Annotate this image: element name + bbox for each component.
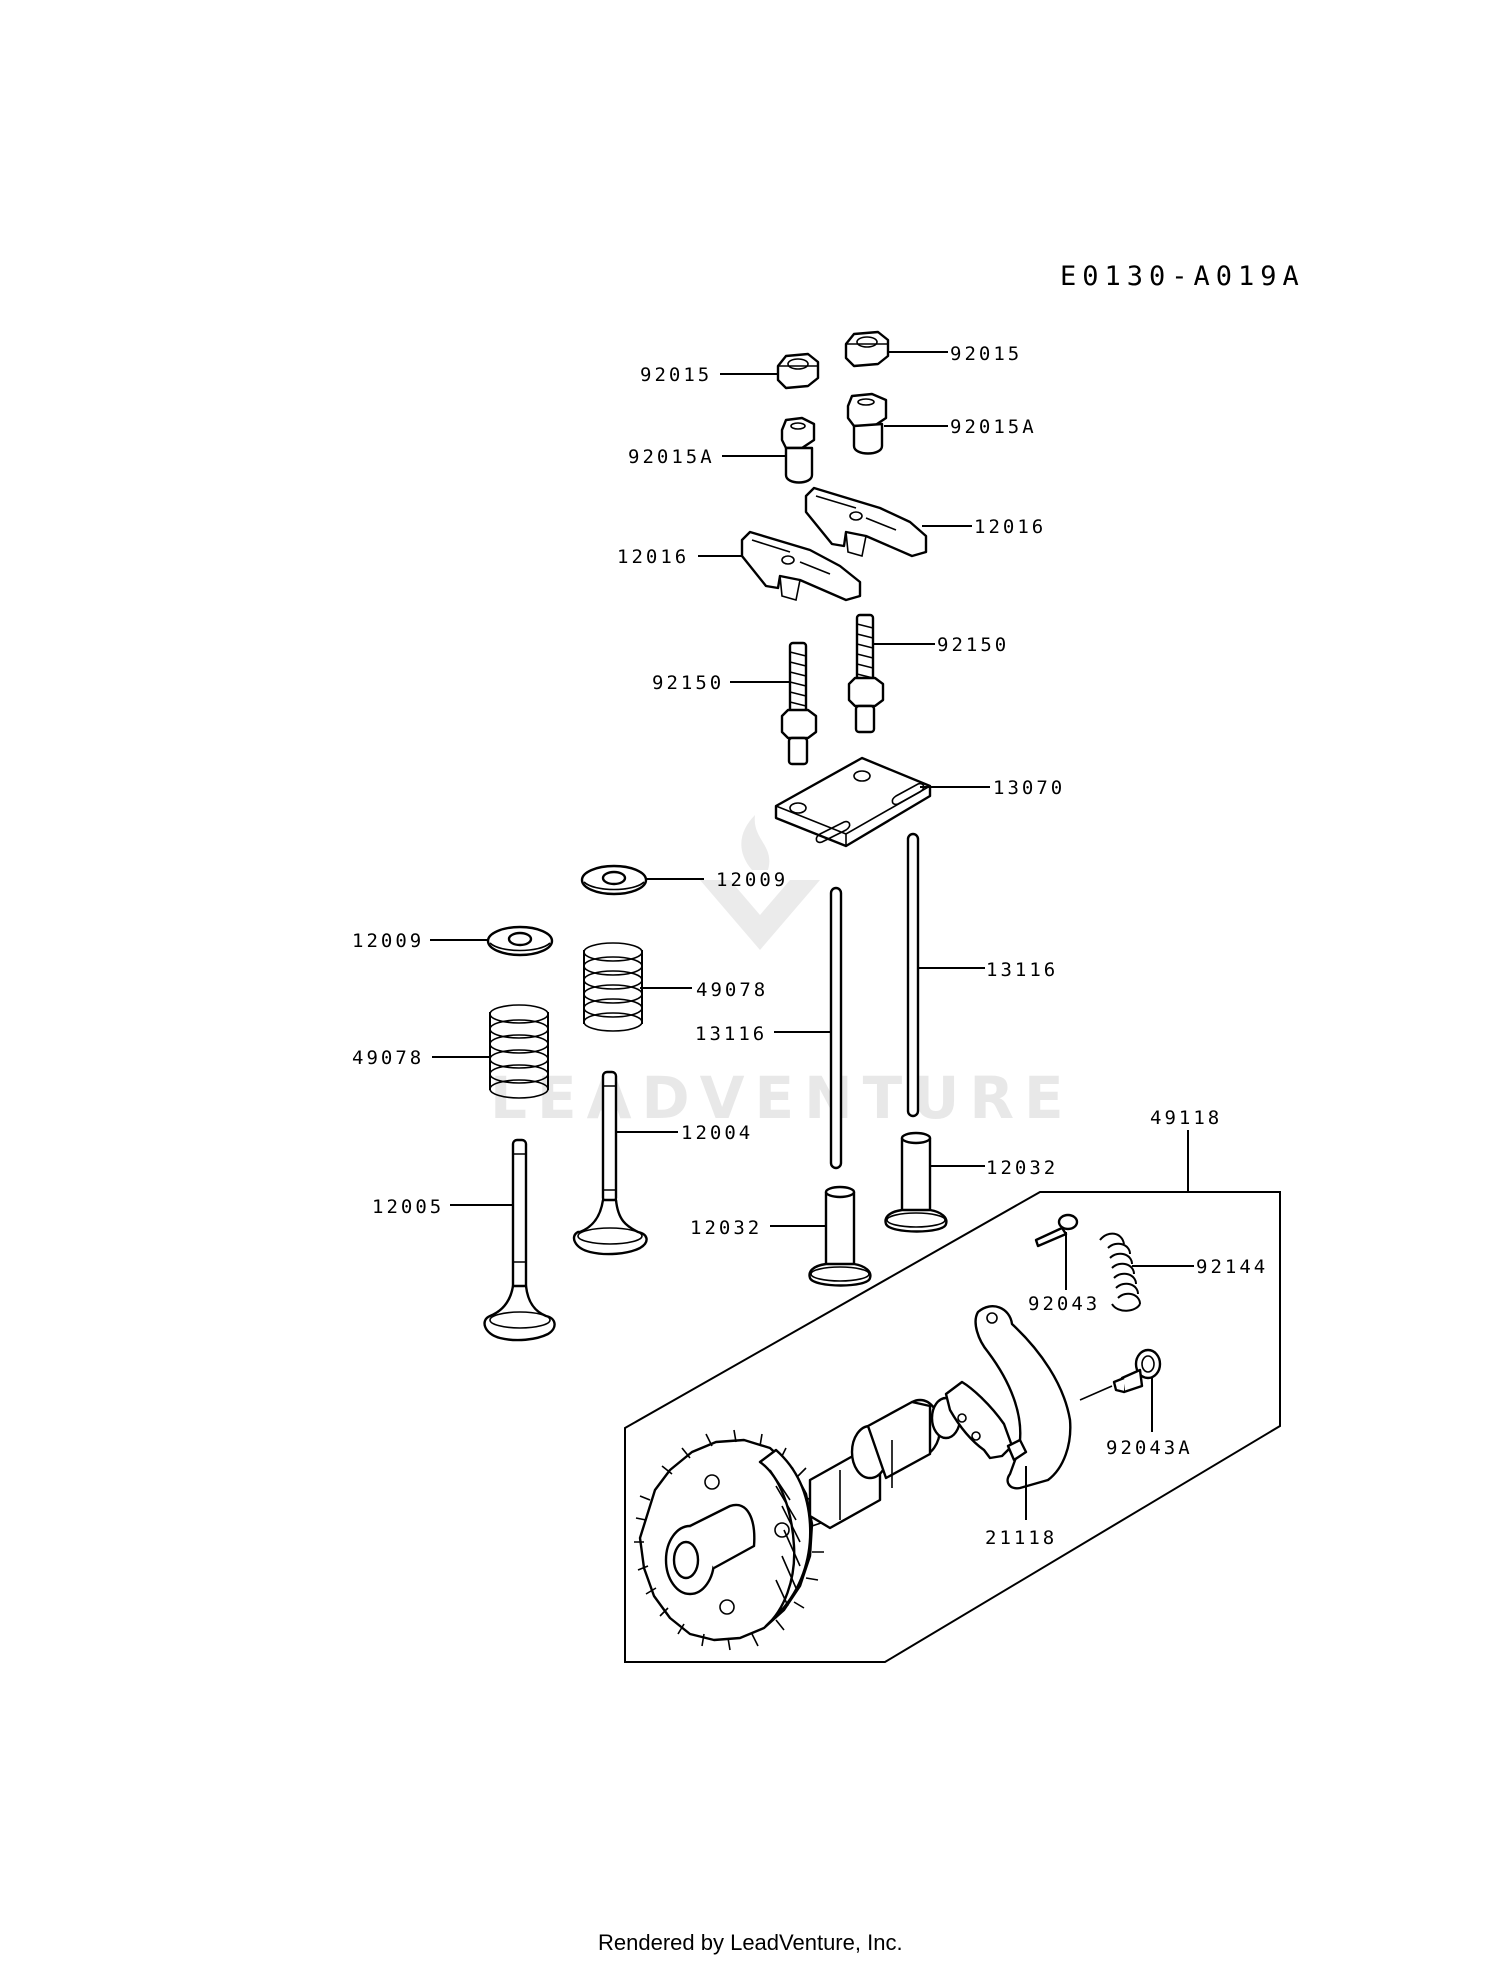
stud-right[interactable] [847, 613, 885, 734]
footer-credit: Rendered by LeadVenture, Inc. [598, 1930, 903, 1955]
callout-plate: 13070 [993, 777, 1065, 799]
camshaft-gear[interactable] [634, 1429, 825, 1651]
callout-lifter-left: 12032 [690, 1217, 762, 1239]
cap-nut-right[interactable] [846, 392, 888, 455]
callout-retainer-left: 12009 [352, 930, 424, 952]
intake-valve[interactable] [572, 1070, 648, 1256]
bolt-92043[interactable] [1034, 1213, 1079, 1248]
callout-bolt: 92043 [1028, 1293, 1100, 1315]
callout-valve-intake: 12004 [681, 1122, 753, 1144]
callout-valve-exhaust: 12005 [372, 1196, 444, 1218]
callout-bolt-a: 92043A [1106, 1437, 1193, 1459]
callout-spring-left: 49078 [352, 1047, 424, 1069]
callout-pushrod-left: 13116 [695, 1023, 767, 1045]
cap-nut-left[interactable] [780, 416, 816, 484]
stud-left[interactable] [780, 641, 818, 766]
bolt-92043a[interactable] [1079, 1348, 1162, 1401]
callout-retainer-top: 12009 [716, 869, 788, 891]
governor-lever[interactable] [944, 1305, 1072, 1490]
callout-pushrod-right: 13116 [986, 959, 1058, 981]
lifter-right[interactable] [884, 1131, 948, 1233]
retainer-left[interactable] [486, 925, 554, 957]
pushrod-right[interactable] [906, 832, 920, 1118]
camshaft-assembly-box[interactable] [624, 1191, 1281, 1663]
guide-plate[interactable] [774, 756, 932, 848]
rocker-arm-right[interactable] [804, 486, 928, 558]
callout-rocker-right: 12016 [974, 516, 1046, 538]
diagram-code: E0130-A019A [1060, 261, 1305, 292]
nut-right[interactable] [844, 330, 890, 368]
callout-rocker-left: 12016 [617, 546, 689, 568]
callout-camshaft-assy: 49118 [1150, 1107, 1222, 1129]
exhaust-valve[interactable] [483, 1138, 556, 1342]
callout-governor-lever: 21118 [985, 1527, 1057, 1549]
watermark-text: LEADVENTURE [490, 1064, 1074, 1132]
callout-nut-left: 92015 [640, 364, 712, 386]
camshaft-lobes[interactable] [808, 1396, 962, 1530]
callout-cap-nut-right: 92015A [950, 416, 1037, 438]
valve-spring-left[interactable] [489, 1004, 549, 1099]
nut-left[interactable] [776, 352, 820, 390]
callout-stud-right: 92150 [937, 634, 1009, 656]
pushrod-left[interactable] [829, 886, 843, 1170]
retainer-top[interactable] [580, 864, 648, 896]
governor-spring[interactable] [1099, 1232, 1141, 1312]
callout-nut-right: 92015 [950, 343, 1022, 365]
callout-spring-right: 49078 [696, 979, 768, 1001]
rocker-arm-left[interactable] [740, 530, 862, 602]
callout-spring-small: 92144 [1196, 1256, 1268, 1278]
callout-stud-left: 92150 [652, 672, 724, 694]
watermark: LEADVENTURE [490, 815, 1074, 1132]
callout-lifter-right: 12032 [986, 1157, 1058, 1179]
valve-spring-right[interactable] [583, 942, 643, 1032]
lifter-left[interactable] [808, 1185, 872, 1287]
callout-cap-nut-left: 92015A [628, 446, 715, 468]
